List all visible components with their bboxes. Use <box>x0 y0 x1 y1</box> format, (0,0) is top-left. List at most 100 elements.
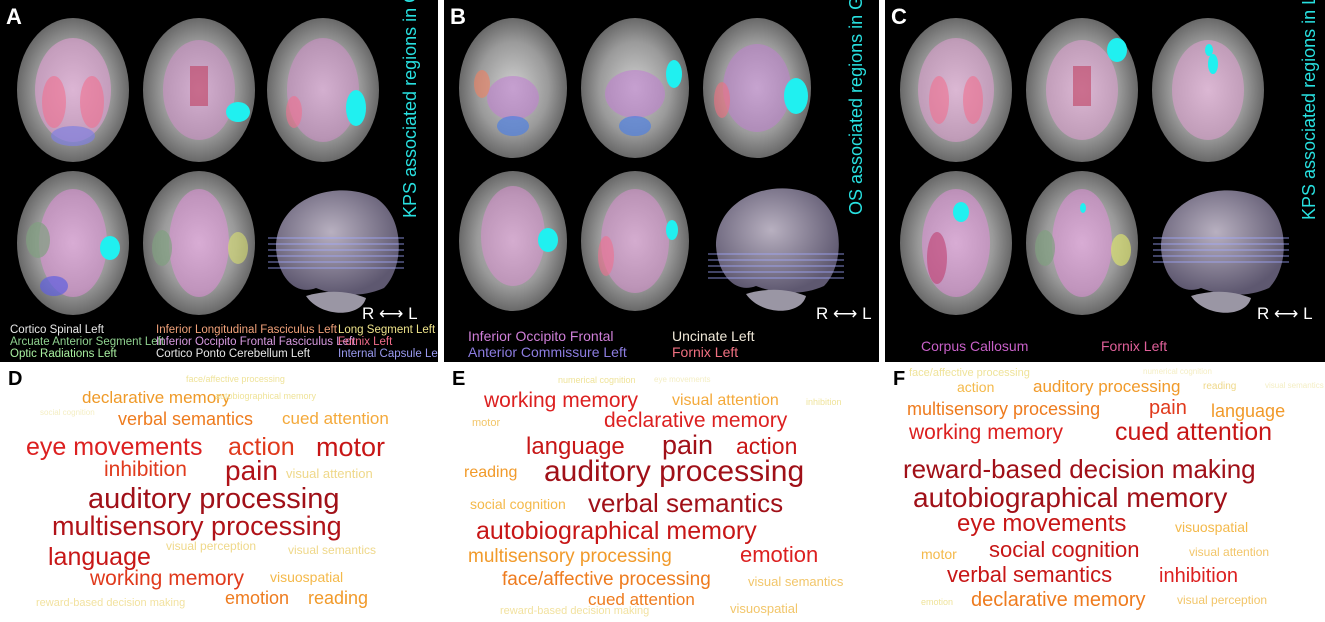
wordcloud-d: D face/affective processing declarative m… <box>0 362 438 622</box>
legend-item: Optic Radiations Left <box>10 348 117 360</box>
legend-item: Cortico Spinal Left <box>10 324 104 336</box>
panel-c-label: C <box>891 4 907 29</box>
cloud-word: emotion <box>740 542 819 567</box>
cloud-word: social cognition <box>40 408 95 417</box>
cloud-word: visual attention <box>672 392 779 409</box>
cloud-word: declarative memory <box>971 589 1146 611</box>
cloud-word: autobiographical memory <box>215 391 317 401</box>
legend-item: Fornix Left <box>672 344 739 360</box>
cloud-word: visuospatial <box>1175 519 1249 535</box>
legend-item: Long Segment Left <box>338 324 436 336</box>
legend-item: Anterior Commissure Left <box>468 344 627 360</box>
brain-slice <box>581 18 689 158</box>
cloud-word: verbal semantics <box>588 488 784 518</box>
cloud-word: motor <box>316 432 386 462</box>
brain-slice <box>1026 171 1138 315</box>
cloud-word: working memory <box>90 567 245 590</box>
brain-slice <box>459 18 567 158</box>
cloud-word: social cognition <box>989 537 1140 562</box>
cloud-word: eye movements <box>654 375 711 384</box>
cloud-word: eye movements <box>957 510 1127 537</box>
cloud-word: visual semantics <box>748 574 844 589</box>
cloud-word: language <box>48 543 151 571</box>
cloud-word: pain <box>662 430 714 460</box>
cloud-word: visuospatial <box>270 569 344 585</box>
cloud-word: visual attention <box>1189 545 1270 559</box>
panel-b: B OS associated regions in GBM <box>444 0 879 362</box>
cloud-word: multisensory processing <box>468 546 672 567</box>
cloud-word: pain <box>1149 397 1187 419</box>
cloud-word: inhibition <box>104 458 187 481</box>
brain-slice <box>581 171 689 311</box>
cloud-word: visual semantics <box>288 543 377 557</box>
brain-slice <box>900 18 1012 162</box>
brain-lateral-view <box>268 190 404 313</box>
legend-item: Inferior Longitudinal Fasciculus Left <box>156 324 337 336</box>
cloud-word: emotion <box>225 588 290 608</box>
cloud-word: inhibition <box>806 397 842 407</box>
cloud-word: working memory <box>909 421 1064 444</box>
cloud-word: emotion <box>921 597 954 607</box>
panel-c: C KPS associated regions in LGG <box>885 0 1325 362</box>
orientation-indicator: R ⟷ L <box>816 304 872 323</box>
brain-slice <box>1026 18 1138 162</box>
cloud-word: autobiographical memory <box>913 482 1228 513</box>
cloud-word: reward-based decision making <box>36 597 186 609</box>
cloud-word: multisensory processing <box>52 511 342 541</box>
cloud-word: verbal semantics <box>947 562 1113 587</box>
cloud-word: action <box>957 379 995 395</box>
cloud-word: reading <box>1203 381 1237 392</box>
cloud-word: social cognition <box>470 496 566 512</box>
cloud-word: motor <box>472 417 501 429</box>
cloud-word: face/affective processing <box>502 569 711 590</box>
cloud-word: action <box>228 433 295 461</box>
cloud-word: cued attention <box>1115 418 1273 446</box>
brain-slice <box>143 18 255 162</box>
cloud-word: action <box>736 433 798 459</box>
cloud-word: face/affective processing <box>186 374 285 384</box>
cloud-word: working memory <box>484 389 639 412</box>
cloud-word: visuospatial <box>730 601 798 616</box>
legend-item: Corpus Callosum <box>921 338 1029 354</box>
cloud-word: visual perception <box>1177 593 1268 607</box>
cloud-word: auditory processing <box>544 455 805 488</box>
panel-a: A KPS associated regions in GBM <box>0 0 438 362</box>
brain-slice <box>459 171 567 311</box>
brain-lateral-view <box>1153 190 1289 313</box>
cloud-word: reward-based decision making <box>500 605 650 617</box>
brain-slice <box>900 171 1012 315</box>
legend-item: Fornix Left <box>1101 338 1168 354</box>
cloud-word: declarative memory <box>82 388 231 407</box>
legend-item: Fornix Left <box>338 336 393 348</box>
cloud-word: inhibition <box>1159 565 1238 587</box>
brain-lateral-view <box>708 188 844 311</box>
cloud-word: declarative memory <box>604 409 788 432</box>
cloud-word: numerical cognition <box>1143 367 1212 376</box>
panel-b-label: B <box>450 4 466 29</box>
legend-item: Inferior Occipito Frontal Fasciculus Lef… <box>156 336 356 348</box>
legend-item: Internal Capsule Left <box>338 348 438 360</box>
legend-item: Arcuate Anterior Segment Left <box>10 336 165 348</box>
cloud-word: language <box>1211 401 1286 421</box>
panel-b-vertical-title: OS associated regions in GBM <box>846 0 866 215</box>
panel-d-label: D <box>8 368 23 390</box>
brain-slice <box>1152 18 1264 162</box>
cloud-word: autobiographical memory <box>476 517 757 545</box>
panel-a-label: A <box>6 4 22 29</box>
cloud-word: cued attention <box>282 409 389 428</box>
cloud-word: motor <box>921 546 957 562</box>
legend-item: Uncinate Left <box>672 328 755 344</box>
cloud-word: reading <box>308 588 369 608</box>
cloud-word: language <box>526 433 625 460</box>
panel-e-label: E <box>452 368 466 390</box>
orientation-indicator: R ⟷ L <box>362 304 418 323</box>
cloud-word: pain <box>225 455 278 486</box>
panel-c-vertical-title: KPS associated regions in LGG <box>1299 0 1319 220</box>
cloud-word: face/affective processing <box>909 367 1030 379</box>
legend-item: Cortico Ponto Cerebellum Left <box>156 348 311 360</box>
cloud-word: eye movements <box>26 433 203 461</box>
cloud-word: reading <box>464 464 518 481</box>
brain-slice <box>17 171 129 315</box>
